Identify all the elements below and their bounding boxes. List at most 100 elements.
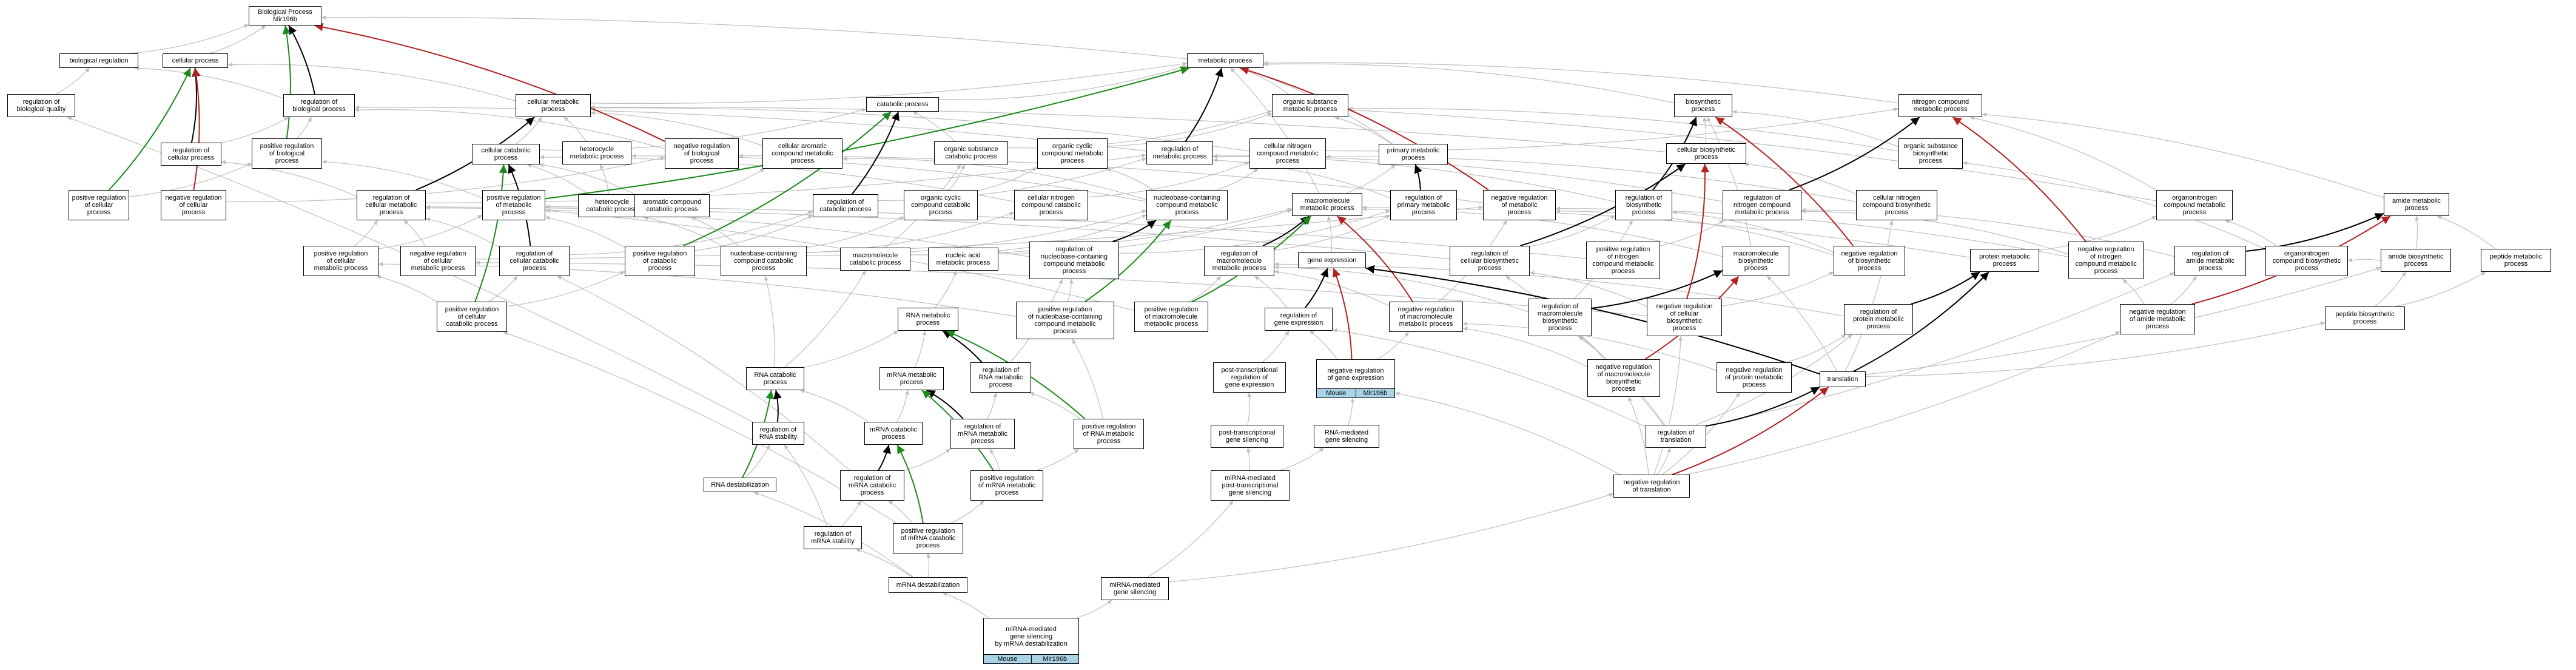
is-a-edge [1212, 158, 1391, 198]
part-of-edge [1365, 265, 1820, 375]
go-term-node[interactable]: negative regulation of nitrogen compound… [2068, 242, 2144, 279]
go-term-node[interactable]: cellular biosynthetic process [1666, 143, 1746, 164]
go-term-node[interactable]: nucleic acid metabolic process [928, 248, 998, 271]
go-term-node[interactable]: negative regulation of translation [1613, 475, 1690, 498]
go-term-node[interactable]: catabolic process [866, 97, 939, 112]
go-term-node[interactable]: positive regulation of biological proces… [252, 138, 322, 169]
go-term-node[interactable]: cellular catabolic process [472, 144, 540, 164]
go-term-node[interactable]: positive regulation of RNA metabolic pro… [1074, 419, 1144, 449]
go-term-node[interactable]: positive regulation of mRNA metabolic pr… [970, 470, 1043, 501]
go-term-node[interactable]: miRNA-mediated gene silencing by mRNA de… [983, 618, 1079, 664]
go-term-node[interactable]: organic cyclic compound catabolic proces… [904, 190, 978, 220]
go-term-node[interactable]: negative regulation of macromolecule met… [1389, 302, 1463, 332]
go-term-node[interactable]: negative regulation of biological proces… [665, 138, 739, 169]
go-term-node[interactable]: mRNA destabilization [889, 577, 967, 593]
go-term-node[interactable]: regulation of nitrogen compound metaboli… [1723, 190, 1801, 220]
go-term-node[interactable]: peptide biosynthetic process [2325, 306, 2405, 330]
go-term-node[interactable]: positive regulation of cellular metaboli… [303, 246, 378, 276]
go-term-node[interactable]: regulation of biological quality [7, 94, 75, 117]
go-term-node[interactable]: gene expression [1298, 252, 1366, 268]
go-term-node[interactable]: negative regulation of cellular process [161, 190, 226, 220]
go-term-node[interactable]: positive regulation of nucleobase-contai… [1016, 302, 1114, 339]
go-term-node[interactable]: regulation of biosynthetic process [1615, 190, 1672, 220]
go-term-node[interactable]: negative regulation of cellular biosynth… [1647, 299, 1722, 336]
go-term-node[interactable]: miRNA-mediated gene silencing [1101, 577, 1169, 600]
go-term-node[interactable]: metabolic process [1187, 53, 1263, 68]
go-term-node[interactable]: positive regulation of mRNA catabolic pr… [893, 523, 963, 553]
go-term-node[interactable]: regulation of protein metabolic process [1844, 304, 1913, 334]
go-term-node[interactable]: positive regulation of nitrogen compound… [1586, 242, 1660, 279]
go-term-node[interactable]: regulation of amide metabolic process [2174, 246, 2246, 276]
go-term-node[interactable]: RNA metabolic process [898, 308, 958, 331]
go-term-node[interactable]: regulation of RNA metabolic process [970, 362, 1031, 393]
go-term-node[interactable]: cellular process [163, 53, 228, 68]
go-term-node[interactable]: macromolecule metabolic process [1292, 193, 1362, 216]
go-term-node[interactable]: post-transcriptional regulation of gene … [1213, 362, 1286, 393]
go-term-node[interactable]: peptide metabolic process [2481, 249, 2551, 272]
go-term-node[interactable]: positive regulation of macromolecule met… [1134, 302, 1208, 332]
go-term-node[interactable]: negative regulation of amide metabolic p… [2120, 304, 2195, 334]
go-term-node[interactable]: regulation of cellular catabolic process [499, 246, 570, 276]
go-term-node[interactable]: negative regulation of macromolecule bio… [1587, 359, 1660, 397]
go-term-node[interactable]: regulation of metabolic process [1146, 141, 1213, 164]
go-term-node[interactable]: organic substance catabolic process [934, 141, 1008, 164]
gene-tag: Mir196b [1355, 389, 1394, 398]
go-term-node[interactable]: negative regulation of metabolic process [1483, 190, 1556, 220]
go-term-node[interactable]: RNA-mediated gene silencing [1314, 425, 1379, 448]
go-term-node[interactable]: negative regulation of protein metabolic… [1717, 362, 1792, 393]
go-term-node[interactable]: regulation of nucleobase-containing comp… [1029, 242, 1119, 279]
go-term-node[interactable]: Biological Process Mir196b [249, 6, 321, 25]
go-term-node[interactable]: regulation of cellular biosynthetic proc… [1450, 246, 1530, 276]
go-term-node[interactable]: organonitrogen compound metabolic proces… [2156, 190, 2233, 220]
go-term-node[interactable]: regulation of catabolic process [813, 194, 878, 217]
go-term-node[interactable]: cellular aromatic compound metabolic pro… [762, 138, 842, 169]
go-term-node[interactable]: regulation of primary metabolic process [1390, 190, 1457, 220]
go-term-node[interactable]: regulation of cellular metabolic process [357, 190, 426, 220]
go-term-node[interactable]: macromolecule catabolic process [840, 248, 910, 271]
go-term-node[interactable]: regulation of translation [1646, 425, 1706, 448]
go-term-node[interactable]: heterocycle metabolic process [562, 141, 631, 164]
go-term-node[interactable]: regulation of macromolecule metabolic pr… [1204, 246, 1274, 276]
go-term-node[interactable]: negative regulation of biosynthetic proc… [1834, 246, 1905, 276]
go-term-node[interactable]: regulation of macromolecule biosynthetic… [1528, 299, 1592, 336]
go-term-node[interactable]: nitrogen compound metabolic process [1898, 94, 1982, 117]
go-term-node[interactable]: regulation of cellular process [161, 143, 221, 166]
go-term-node[interactable]: positive regulation of metabolic process [482, 190, 545, 220]
go-term-node[interactable]: aromatic compound catabolic process [634, 194, 710, 217]
go-term-node[interactable]: cellular metabolic process [516, 94, 591, 117]
go-term-node[interactable]: organic substance biosynthetic process [1898, 138, 1963, 169]
go-term-node[interactable]: regulation of gene expression [1265, 308, 1333, 331]
go-term-node[interactable]: regulation of biological process [283, 94, 355, 117]
go-term-node[interactable]: positive regulation of cellular process [69, 190, 129, 220]
go-term-node[interactable]: regulation of mRNA metabolic process [950, 419, 1015, 449]
go-term-node[interactable]: cellular nitrogen compound metabolic pro… [1249, 138, 1326, 169]
go-term-node[interactable]: regulation of mRNA catabolic process [840, 470, 904, 501]
go-term-node[interactable]: negative regulation of cellular metaboli… [400, 246, 476, 276]
go-term-node[interactable]: protein metabolic process [1970, 249, 2039, 272]
go-term-node[interactable]: cellular nitrogen compound catabolic pro… [1014, 190, 1088, 220]
go-term-node[interactable]: organic cyclic compound metabolic proces… [1037, 138, 1108, 169]
go-term-node[interactable]: mRNA catabolic process [864, 422, 923, 445]
go-term-node[interactable]: regulation of mRNA stability [804, 526, 862, 549]
go-term-node[interactable]: cellular nitrogen compound biosynthetic … [1856, 190, 1937, 220]
go-term-node[interactable]: primary metabolic process [1379, 144, 1448, 164]
go-term-node[interactable]: amide metabolic process [2384, 193, 2449, 216]
go-term-node[interactable]: organonitrogen compound biosynthetic pro… [2265, 246, 2348, 276]
go-term-node[interactable]: post-transcriptional gene silencing [1211, 425, 1283, 448]
go-term-node[interactable]: positive regulation of catabolic process [625, 246, 695, 276]
go-term-node[interactable]: regulation of RNA stability [752, 422, 804, 445]
go-term-node[interactable]: mRNA metabolic process [879, 367, 944, 390]
go-term-node[interactable]: nucleobase-containing compound metabolic… [1146, 190, 1228, 220]
go-term-node[interactable]: RNA destabilization [704, 478, 776, 492]
go-term-node[interactable]: biological regulation [59, 53, 138, 68]
go-term-node[interactable]: macromolecule biosynthetic process [1723, 246, 1789, 276]
go-term-node[interactable]: translation [1820, 371, 1866, 387]
go-term-node[interactable]: nucleobase-containing compound catabolic… [721, 246, 807, 276]
go-term-node[interactable]: miRNA-mediated post-transcriptional gene… [1211, 470, 1290, 501]
go-term-node[interactable]: positive regulation of cellular cataboli… [437, 302, 507, 332]
go-term-node[interactable]: RNA catabolic process [746, 367, 804, 390]
go-term-node[interactable]: organic substance metabolic process [1272, 94, 1348, 117]
go-term-node[interactable]: amide biosynthetic process [2381, 249, 2451, 272]
go-term-node[interactable]: biosynthetic process [1674, 94, 1732, 117]
